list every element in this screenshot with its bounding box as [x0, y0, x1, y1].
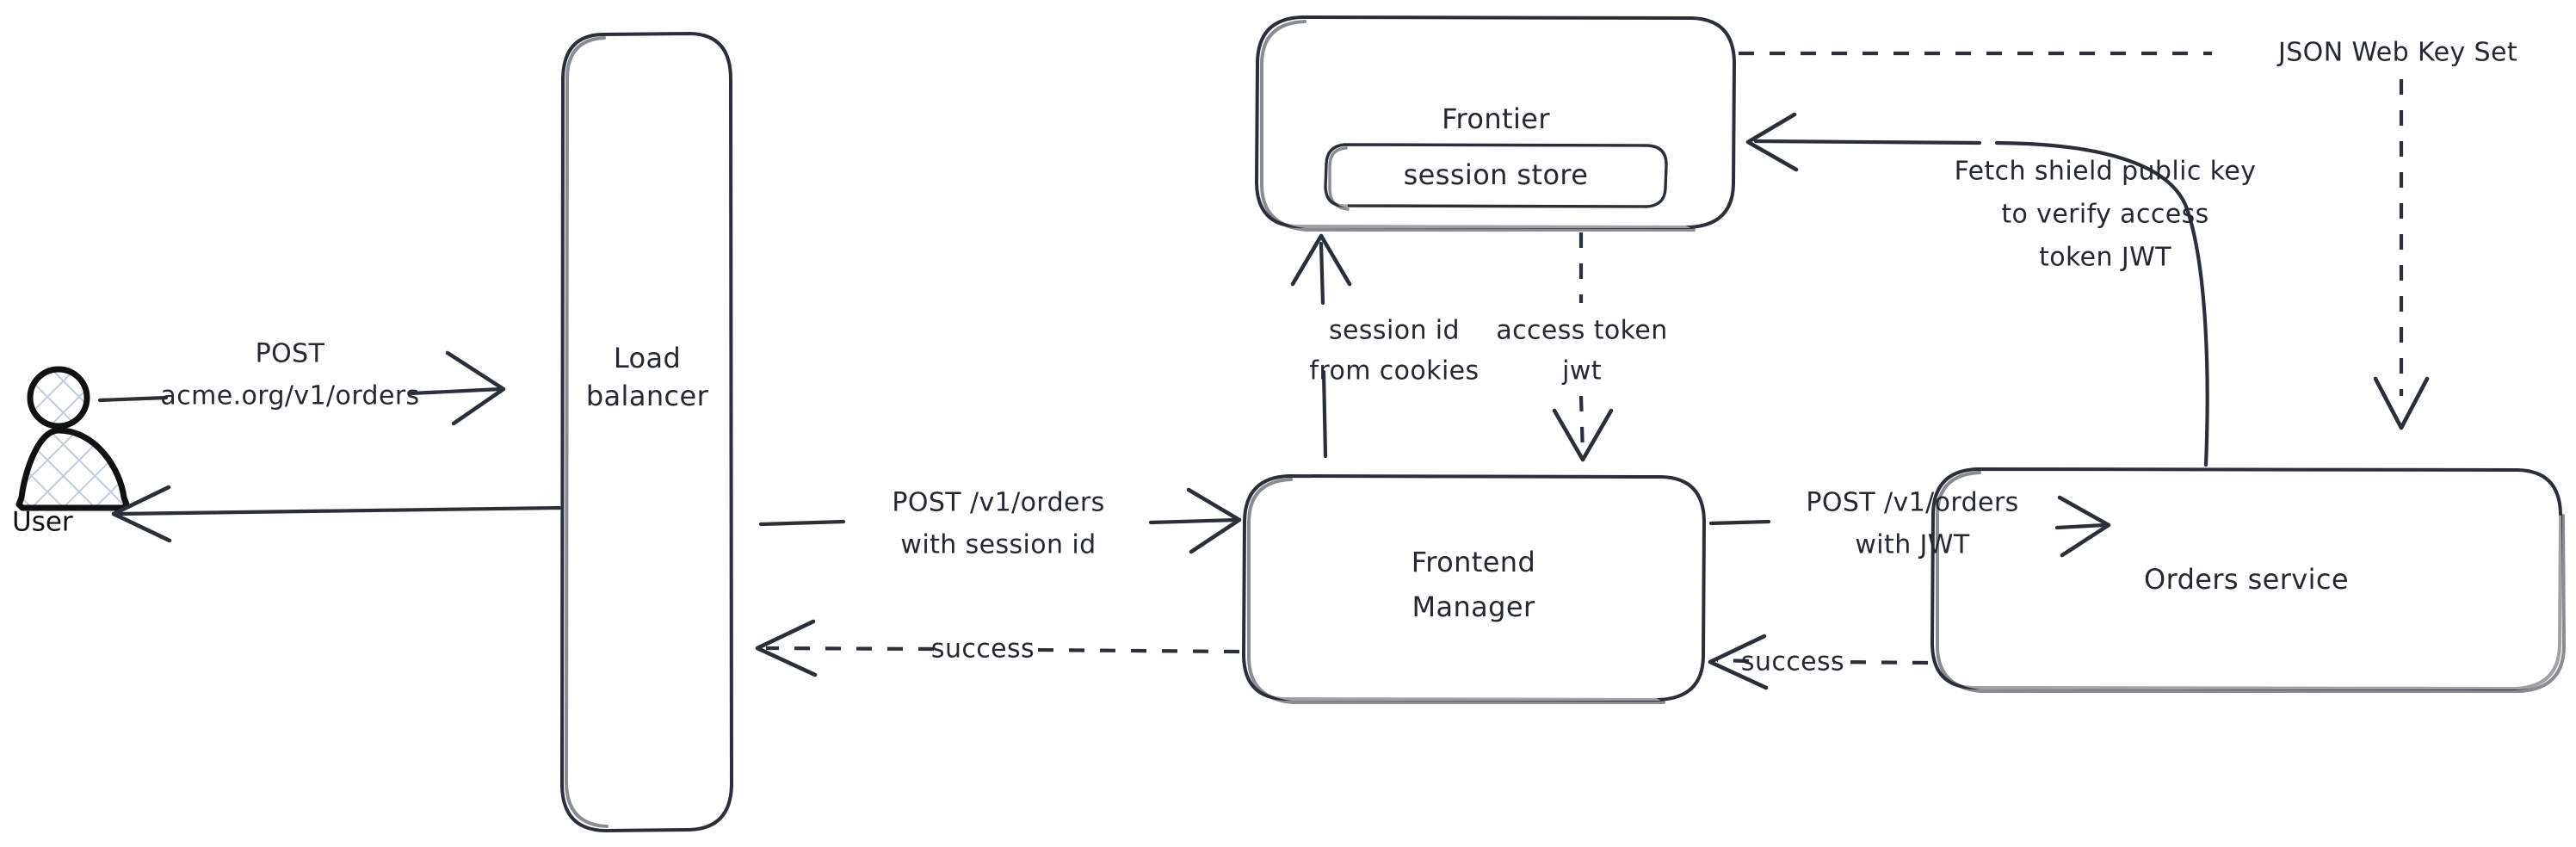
edge-frontend-manager-to-frontier: session id from cookies [1290, 233, 1479, 459]
edge-label-fm-frontier-line2: from cookies [1309, 356, 1479, 386]
edge-label-fm-lb-success: success [931, 634, 1035, 665]
frontend-manager-label-line2: Manager [1412, 590, 1535, 623]
edge-user-to-load-balancer: POST acme.org/v1/orders [97, 339, 506, 426]
edge-label-frontier-fm-line2: jwt [1561, 356, 1602, 386]
person-icon-head [27, 366, 90, 430]
frontier-label: Frontier [1442, 102, 1550, 135]
edge-frontier-to-frontend-manager: access token jwt [1496, 232, 1667, 462]
person-icon-body [15, 427, 130, 511]
node-load-balancer[interactable]: Load balancer [560, 32, 733, 832]
edge-label-lb-fm-line1: POST /v1/orders [892, 488, 1104, 518]
session-store-label: session store [1404, 158, 1589, 191]
edge-load-balancer-to-user [111, 485, 562, 543]
edge-label-orders-frontier-line1: Fetch shield public key [1955, 157, 2257, 187]
edge-orders-service-to-frontend-manager: success [1708, 634, 1929, 690]
edge-label-orders-frontier-line3: token JWT [2039, 243, 2171, 273]
load-balancer-label-line2: balancer [586, 380, 709, 412]
node-session-store[interactable]: session store [1324, 143, 1668, 211]
edge-label-fm-frontier-line1: session id [1329, 316, 1460, 346]
load-balancer-label-line1: Load [614, 342, 681, 374]
edge-load-balancer-to-frontend-manager: POST /v1/orders with session id [758, 488, 1242, 560]
edge-label-orders-fm-success: success [1741, 647, 1844, 677]
edge-label-fm-orders-line2: with JWT [1855, 530, 1969, 560]
node-frontier[interactable]: Frontier session store [1255, 15, 1736, 232]
edge-label-orders-frontier-line2: to verify access [2001, 200, 2208, 230]
orders-service-label: Orders service [2144, 563, 2349, 596]
edge-label-lb-fm-line2: with session id [900, 530, 1096, 560]
edge-label-fm-orders-line1: POST /v1/orders [1806, 488, 2018, 518]
frontend-manager-label-line1: Frontend [1412, 546, 1535, 578]
label-backdrop [2267, 34, 2527, 71]
node-frontend-manager[interactable]: Frontend Manager [1242, 474, 1706, 704]
edge-label-frontier-orders-jwks: JSON Web Key Set [2276, 38, 2517, 68]
user-label: User [12, 507, 73, 538]
edge-label-user-post-line2: acme.org/v1/orders [160, 381, 419, 411]
user-actor: User [12, 366, 130, 538]
node-orders-service[interactable]: Orders service [1930, 467, 2566, 693]
edge-frontier-to-orders-service: JSON Web Key Set [1739, 34, 2527, 430]
edge-label-frontier-fm-line1: access token [1496, 316, 1667, 346]
edge-label-user-post-line1: POST [256, 339, 325, 369]
edge-frontend-manager-to-load-balancer: success [755, 619, 1240, 677]
edge-orders-service-to-frontier: Fetch shield public key to verify access… [1745, 112, 2257, 467]
edge-frontend-manager-to-orders-service: POST /v1/orders with JWT [1708, 488, 2111, 560]
